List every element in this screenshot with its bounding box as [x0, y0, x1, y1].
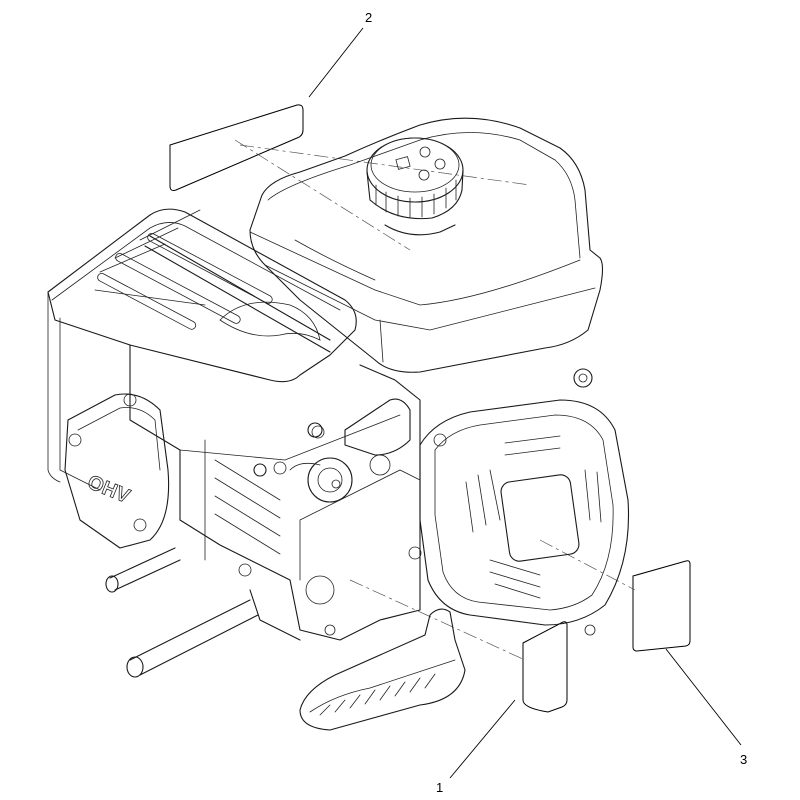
recoil-starter: [299, 399, 630, 731]
decal-2[interactable]: [169, 104, 304, 191]
ohv-embossed-text: OHV: [84, 471, 133, 508]
callout-2: 2: [365, 10, 372, 25]
output-shaft: [105, 547, 259, 678]
air-cleaner-cover: [47, 208, 357, 491]
callouts: 2 1 3: [365, 10, 747, 795]
callout-3: 3: [740, 752, 747, 767]
callout-1: 1: [436, 780, 443, 795]
decal-1[interactable]: [522, 621, 568, 713]
fuel-tank: [249, 117, 604, 373]
engine-block: [129, 344, 421, 641]
decal-3[interactable]: [632, 560, 691, 652]
placement-centerlines: [234, 139, 636, 661]
ohv-head-cover: OHV: [64, 393, 170, 549]
leader-lines: [308, 27, 742, 779]
fasteners: [253, 368, 593, 477]
fuel-cap-icon: [366, 137, 464, 236]
